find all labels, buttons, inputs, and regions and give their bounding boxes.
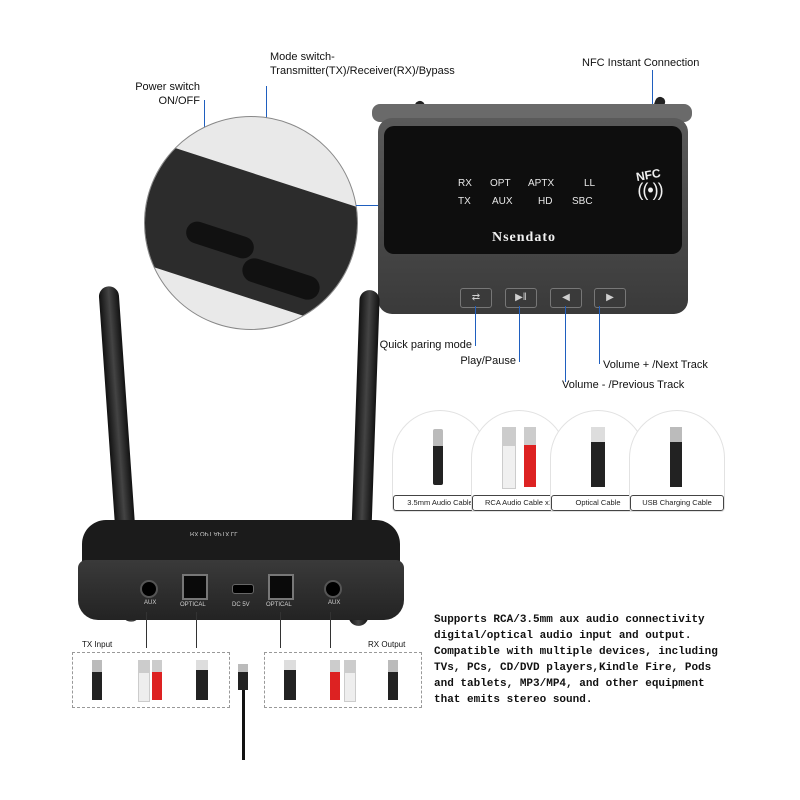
indicator-sbc: SBC	[572, 196, 593, 207]
tx-rca-plug-icon	[138, 660, 150, 702]
optical-port-left[interactable]	[182, 574, 208, 600]
port-line-1	[146, 612, 147, 648]
top-device-cap	[372, 104, 692, 122]
rca-plug-icon	[502, 427, 516, 489]
cable-caption: USB Charging Cable	[630, 495, 724, 511]
dc-port[interactable]	[232, 584, 254, 594]
next-button[interactable]: ▶	[594, 288, 626, 308]
nfc-label: NFC Instant Connection	[582, 57, 700, 69]
cable-card-usb: USB Charging Cable	[629, 410, 725, 512]
rx-output-box	[264, 652, 422, 708]
dc-label: DC 5V	[232, 602, 250, 608]
indicator-hd: HD	[538, 196, 553, 207]
rx-rca-plug-icon-white	[344, 660, 356, 702]
indicator-ll: LL	[584, 178, 596, 189]
tx-aux-plug-icon	[92, 660, 102, 700]
zoom-connector-line	[356, 205, 378, 206]
prev-line	[565, 306, 566, 382]
tx-rca-plug-icon-red	[152, 660, 162, 700]
brand-logo: Nsendato	[492, 230, 557, 245]
optical-plug-icon	[591, 427, 605, 487]
usb-cable-plug-icon	[238, 664, 248, 690]
power-switch-label: Power switch ON/OFF	[135, 81, 200, 107]
cable-caption: RCA Audio Cable x1	[472, 495, 566, 511]
tx-input-label: TX Input	[82, 640, 113, 649]
next-line	[599, 306, 600, 364]
pairing-button[interactable]: ⇄	[460, 288, 492, 308]
tx-input-box	[72, 652, 230, 708]
optical-port-right[interactable]	[268, 574, 294, 600]
play-pause-label: Play/Pause	[460, 355, 516, 367]
aux-left-label: AUX	[144, 600, 157, 606]
pairing-line	[475, 306, 476, 346]
usb-plug-icon	[670, 427, 682, 487]
play-pause-button[interactable]: ▶‖	[505, 288, 537, 308]
quick-pairing-label: Quick paring mode	[379, 339, 472, 351]
aux-plug-icon	[433, 429, 443, 485]
play-line	[519, 306, 520, 362]
indicator-rx: RX	[458, 178, 472, 189]
rx-output-label: RX Output	[368, 640, 406, 649]
rca-plug-icon-red	[524, 427, 536, 487]
port-line-4	[330, 612, 331, 648]
indicator-aux: AUX	[492, 196, 513, 207]
port-line-2	[196, 612, 197, 648]
switch-zoom-circle	[144, 116, 358, 330]
switch-body	[145, 139, 357, 329]
optical-right-label: OPTICAL	[266, 602, 292, 608]
mirrored-indicator-text: RX OPT APTX LL	[190, 530, 238, 536]
port-line-3	[280, 612, 281, 648]
indicator-tx: TX	[458, 196, 471, 207]
aux-port-left[interactable]	[140, 580, 158, 598]
aux-port-right[interactable]	[324, 580, 342, 598]
rx-optical-plug-icon	[284, 660, 296, 700]
rx-aux-plug-icon	[388, 660, 398, 700]
display-panel	[384, 126, 682, 254]
nfc-icon: ((•))	[637, 180, 663, 200]
optical-left-label: OPTICAL	[180, 602, 206, 608]
volume-up-label: Volume + /Next Track	[603, 359, 708, 371]
mode-switch-label: Mode switch- Transmitter(TX)/Receiver(RX…	[270, 51, 455, 77]
usb-cable-wire	[242, 690, 245, 760]
aux-right-label: AUX	[328, 600, 341, 606]
rx-rca-plug-icon	[330, 660, 340, 700]
indicator-opt: OPT	[490, 178, 511, 189]
prev-button[interactable]: ◀	[550, 288, 582, 308]
tx-optical-plug-icon	[196, 660, 208, 700]
volume-down-label: Volume - /Previous Track	[562, 379, 685, 391]
feature-description: Supports RCA/3.5mm aux audio connectivit…	[434, 614, 718, 706]
indicator-aptx: APTX	[528, 178, 555, 189]
cable-caption: 3.5mm Audio Cable	[393, 495, 487, 511]
